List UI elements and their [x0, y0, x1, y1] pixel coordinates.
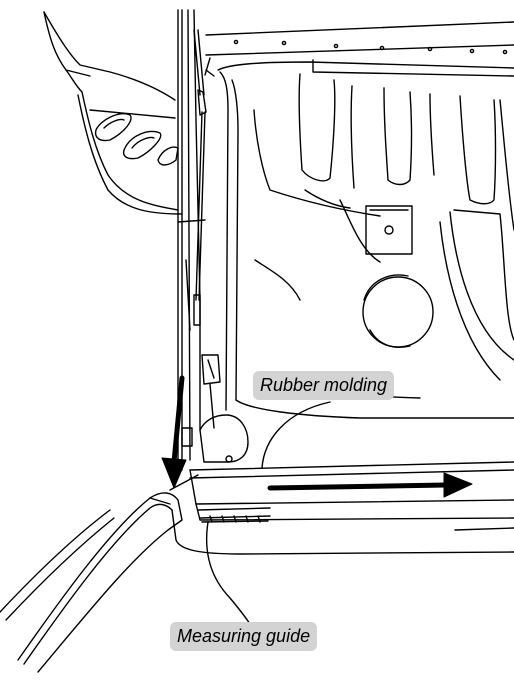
tailgate-panel: [0, 492, 183, 673]
tailgate-hinge: [181, 354, 249, 463]
support-rod: [193, 29, 215, 326]
down-arrow-icon: [161, 375, 187, 489]
rubber-molding-strip: [169, 461, 514, 555]
measuring-guide-label: Measuring guide: [170, 622, 318, 651]
bumper-step-pads: [94, 113, 179, 166]
callout-leaders: [205, 401, 331, 625]
right-arrow-icon: [267, 472, 473, 498]
measuring-guide-teeth: [197, 507, 271, 523]
top-rail: [204, 21, 514, 76]
floor-round-pad: [362, 274, 434, 348]
floor-ribs: [253, 73, 514, 381]
rubber-molding-label: Rubber molding: [253, 371, 395, 400]
bumper-body: [43, 11, 183, 215]
